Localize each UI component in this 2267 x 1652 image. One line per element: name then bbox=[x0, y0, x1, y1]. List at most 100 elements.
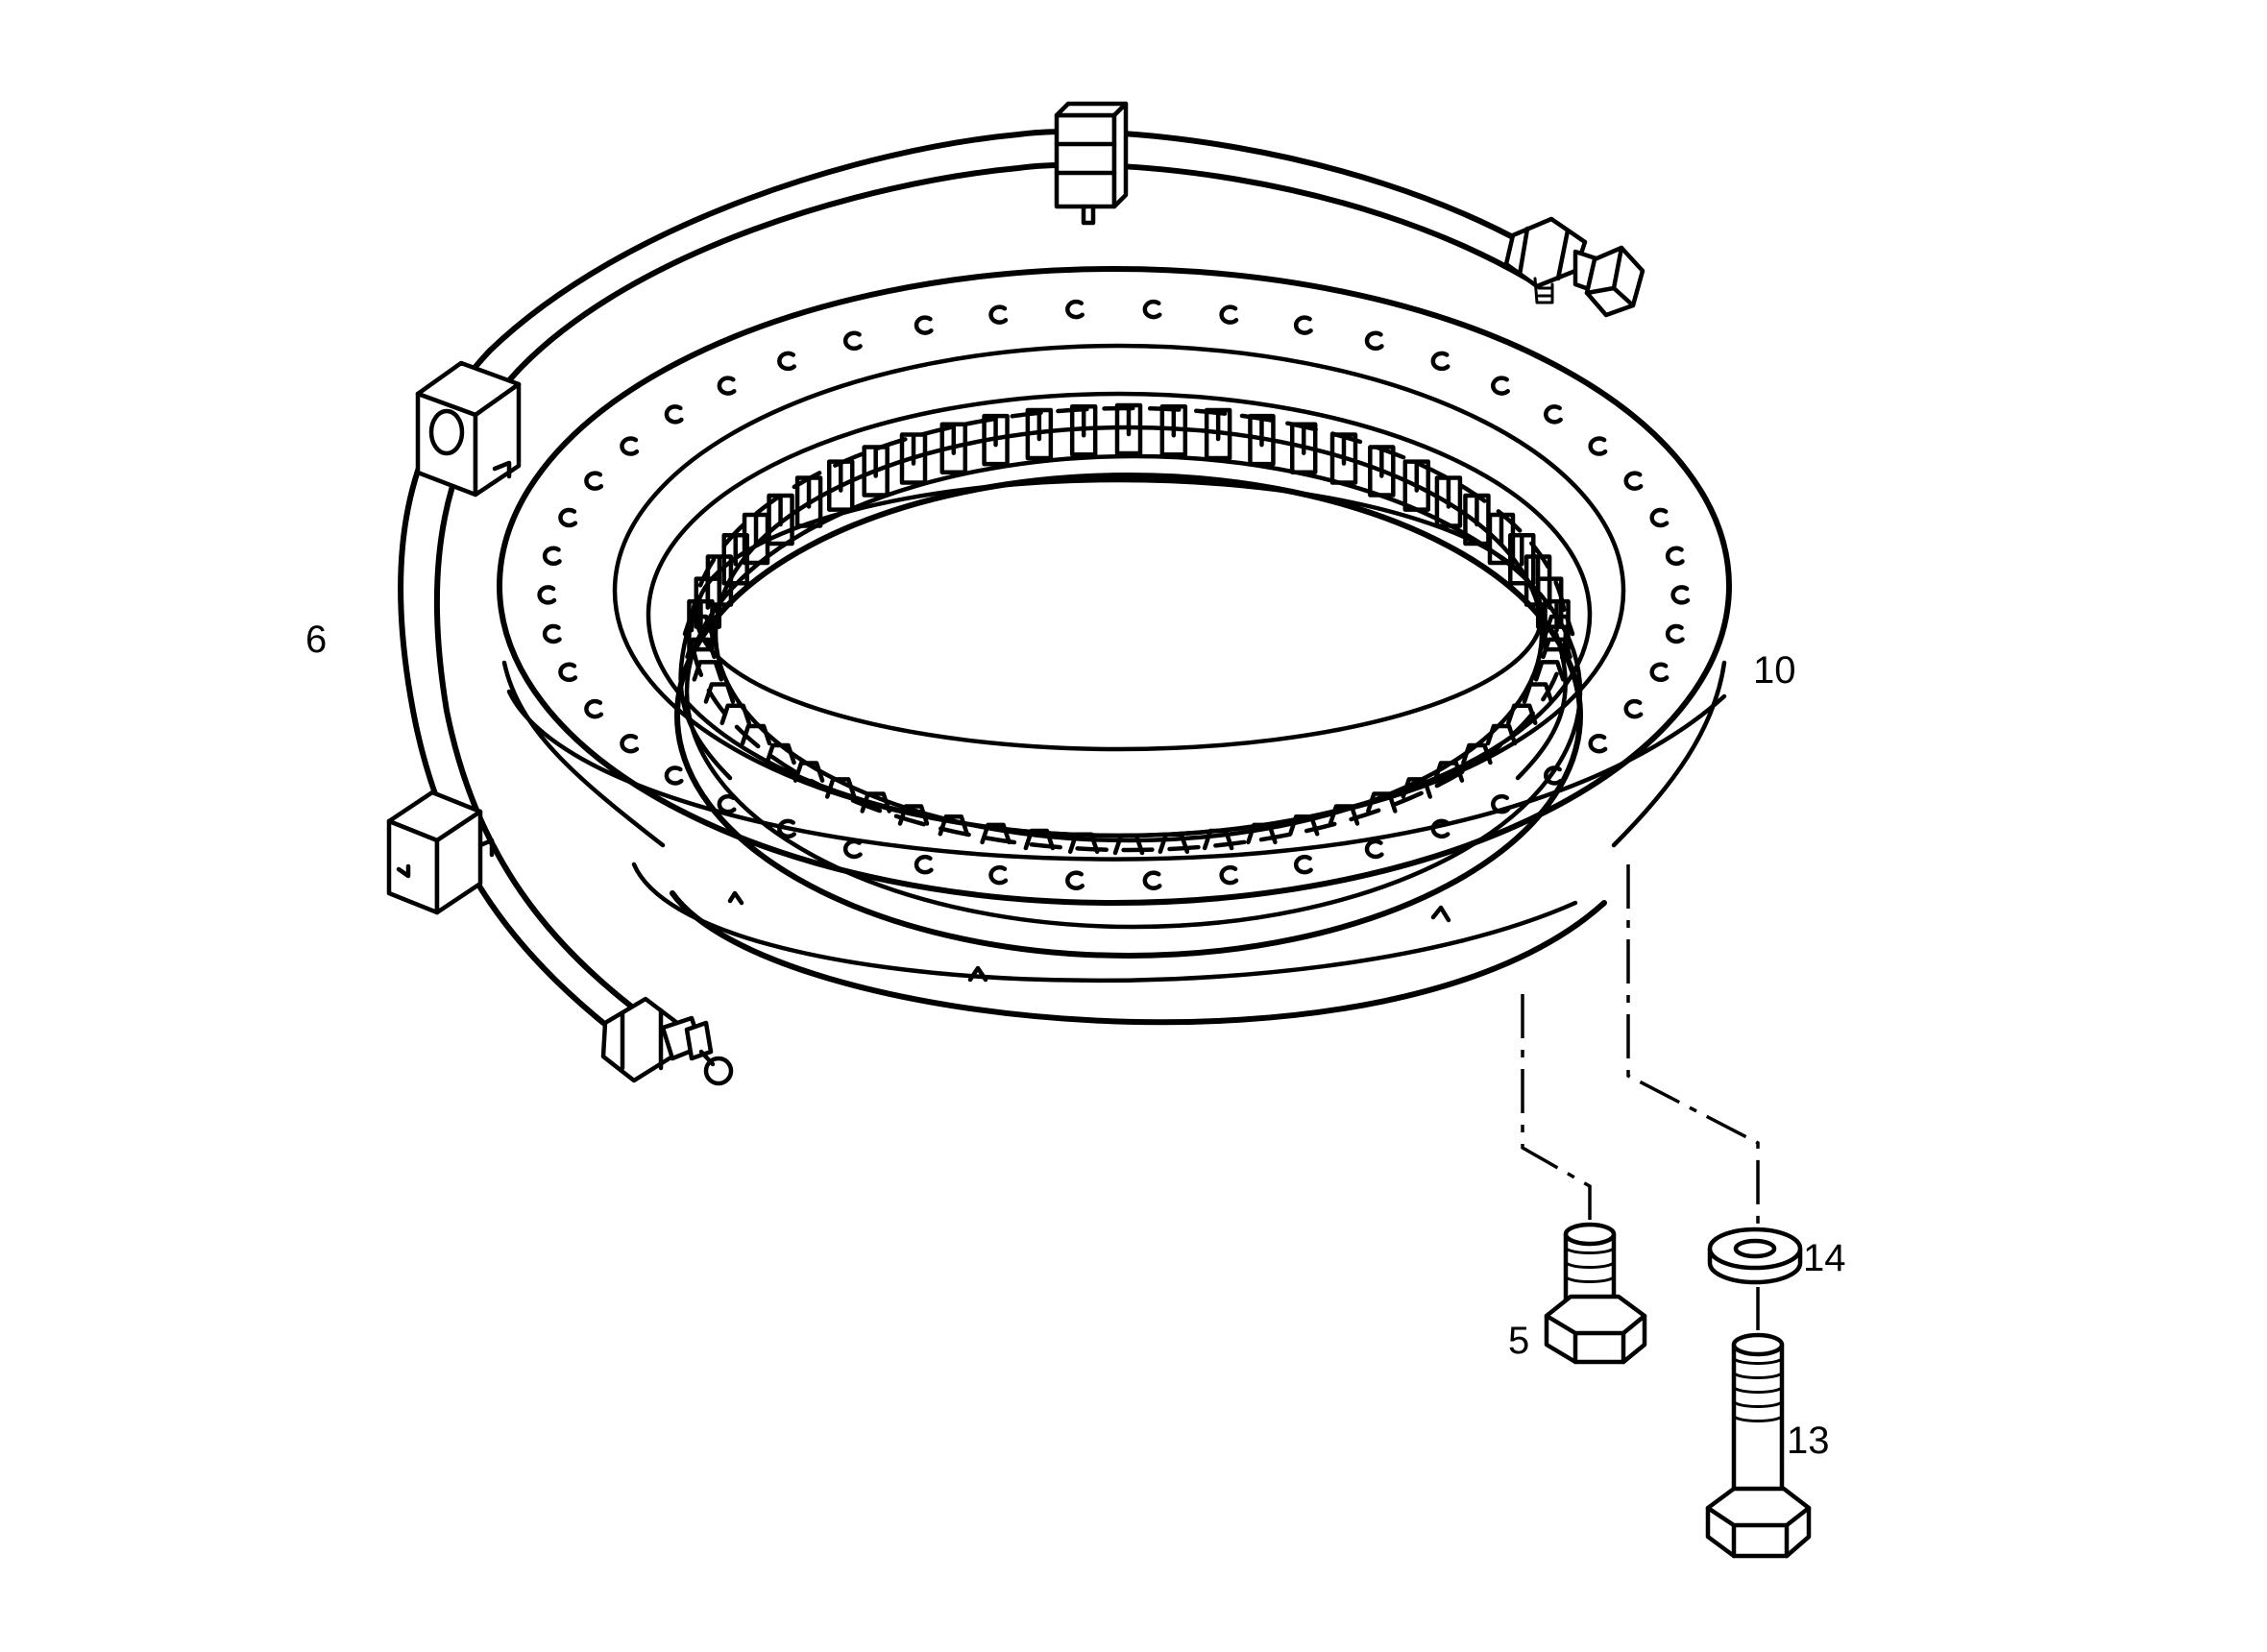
bolt-hole bbox=[1665, 546, 1685, 567]
gear-tooth bbox=[897, 804, 930, 826]
gear-tooth bbox=[742, 512, 770, 566]
gear-tooth bbox=[860, 791, 891, 814]
callout-5: 5 bbox=[1508, 1320, 1530, 1362]
hose-clamp-lower-left bbox=[386, 790, 495, 915]
bolt-hole bbox=[1293, 854, 1313, 875]
bolt-hole bbox=[1364, 330, 1384, 352]
gear-tooth bbox=[1112, 833, 1145, 856]
gear-tooth bbox=[1158, 832, 1190, 855]
bolt-hole bbox=[842, 838, 863, 860]
bolt-hole bbox=[777, 818, 797, 839]
gear-tooth bbox=[1508, 533, 1536, 586]
gear-tooth bbox=[1432, 761, 1465, 783]
bolt-hole bbox=[558, 662, 578, 683]
gear-tooth bbox=[862, 445, 890, 498]
bolt-hole bbox=[584, 698, 604, 719]
bolt-hole bbox=[664, 765, 684, 786]
gear-tooth bbox=[721, 533, 749, 586]
gear-tooth bbox=[1204, 407, 1232, 461]
bolt-hole bbox=[620, 436, 640, 456]
gear-tooth bbox=[939, 422, 968, 474]
bolt-hole bbox=[1293, 315, 1313, 335]
bolt-hole bbox=[717, 376, 737, 396]
grease-fitting-upper-right bbox=[1503, 216, 1645, 318]
bolt-hole bbox=[1670, 585, 1691, 605]
gear-tooth bbox=[703, 682, 736, 704]
bolt-hole bbox=[1065, 870, 1085, 890]
gear-tooth bbox=[767, 493, 794, 547]
bolt-part-5 bbox=[1544, 1222, 1647, 1365]
bolt-hole bbox=[1544, 404, 1563, 425]
gear-tooth bbox=[1461, 742, 1493, 765]
bolt-hole bbox=[1588, 436, 1608, 456]
bolt-hole bbox=[988, 864, 1009, 886]
bolt-hole bbox=[1219, 864, 1239, 886]
gear-tooth bbox=[1025, 407, 1054, 461]
gear-tooth bbox=[1434, 475, 1463, 528]
bolt-hole bbox=[537, 585, 557, 605]
bolt-hole bbox=[717, 793, 737, 814]
gear-tooth bbox=[792, 761, 825, 783]
bolt-hole bbox=[1649, 507, 1670, 528]
gear-tooth bbox=[1328, 804, 1360, 826]
bolt-hole bbox=[1219, 304, 1239, 325]
callout-14: 14 bbox=[1803, 1237, 1846, 1279]
bolt-hole bbox=[1649, 662, 1670, 683]
bolt-hole bbox=[542, 546, 562, 567]
bolt-hole bbox=[1623, 698, 1644, 719]
gear-tooth bbox=[1067, 832, 1100, 855]
gear-tooth bbox=[1522, 682, 1554, 704]
gear-tooth bbox=[1248, 413, 1276, 467]
gear-tooth bbox=[1485, 723, 1518, 746]
bolt-hole bbox=[1544, 765, 1563, 786]
gear-tooth bbox=[824, 777, 857, 799]
hose-clamp-top bbox=[1054, 101, 1129, 226]
bolt-part-13 bbox=[1705, 1332, 1812, 1559]
gear-tooth bbox=[1329, 432, 1358, 485]
bolt-hole bbox=[914, 315, 934, 335]
gear-tooth bbox=[1289, 422, 1318, 474]
bolt-hole bbox=[914, 854, 934, 875]
gear-tooth bbox=[794, 475, 823, 528]
gear-tooth bbox=[1246, 822, 1278, 845]
bolt-hole bbox=[1364, 838, 1384, 860]
gear-tooth bbox=[1159, 403, 1188, 457]
bolt-hole bbox=[1623, 471, 1644, 491]
gear-tooth bbox=[692, 660, 724, 682]
gear-tooth bbox=[1402, 459, 1431, 512]
bolt-hole bbox=[664, 404, 684, 425]
gear-tooth bbox=[1202, 828, 1234, 851]
gear-tooth bbox=[1368, 445, 1396, 498]
bolt-hole bbox=[1491, 376, 1510, 396]
gear-tooth bbox=[1533, 660, 1566, 682]
bolt-hole bbox=[1588, 734, 1608, 754]
grease-fitting-lower-left bbox=[600, 996, 734, 1086]
gear-tooth bbox=[982, 413, 1010, 467]
ring-bolt-holes bbox=[537, 299, 1691, 890]
bolt-hole bbox=[584, 471, 604, 491]
gear-tooth bbox=[1287, 814, 1320, 837]
bolt-hole bbox=[988, 304, 1009, 325]
bolt-hole bbox=[1142, 870, 1162, 890]
assembly-center-lines bbox=[1521, 864, 1760, 1330]
gear-tooth bbox=[1069, 403, 1098, 457]
ring-gear-teeth bbox=[682, 402, 1575, 856]
bolt-hole bbox=[1491, 793, 1510, 814]
bolt-hole bbox=[1065, 299, 1085, 320]
gear-tooth bbox=[1366, 791, 1398, 814]
gear-tooth bbox=[1487, 512, 1516, 566]
gear-tooth bbox=[826, 459, 855, 512]
callout-6: 6 bbox=[305, 619, 328, 661]
bolt-hole bbox=[1665, 623, 1685, 644]
gear-tooth bbox=[719, 703, 751, 725]
gear-tooth bbox=[740, 723, 772, 746]
bolt-hole bbox=[620, 734, 640, 754]
bolt-hole bbox=[1430, 351, 1450, 372]
gear-tooth bbox=[765, 742, 796, 765]
gear-tooth bbox=[1114, 402, 1143, 456]
gear-tooth bbox=[938, 814, 970, 837]
bolt-hole bbox=[542, 623, 562, 644]
callout-13: 13 bbox=[1787, 1420, 1830, 1462]
bolt-hole bbox=[1430, 818, 1450, 839]
